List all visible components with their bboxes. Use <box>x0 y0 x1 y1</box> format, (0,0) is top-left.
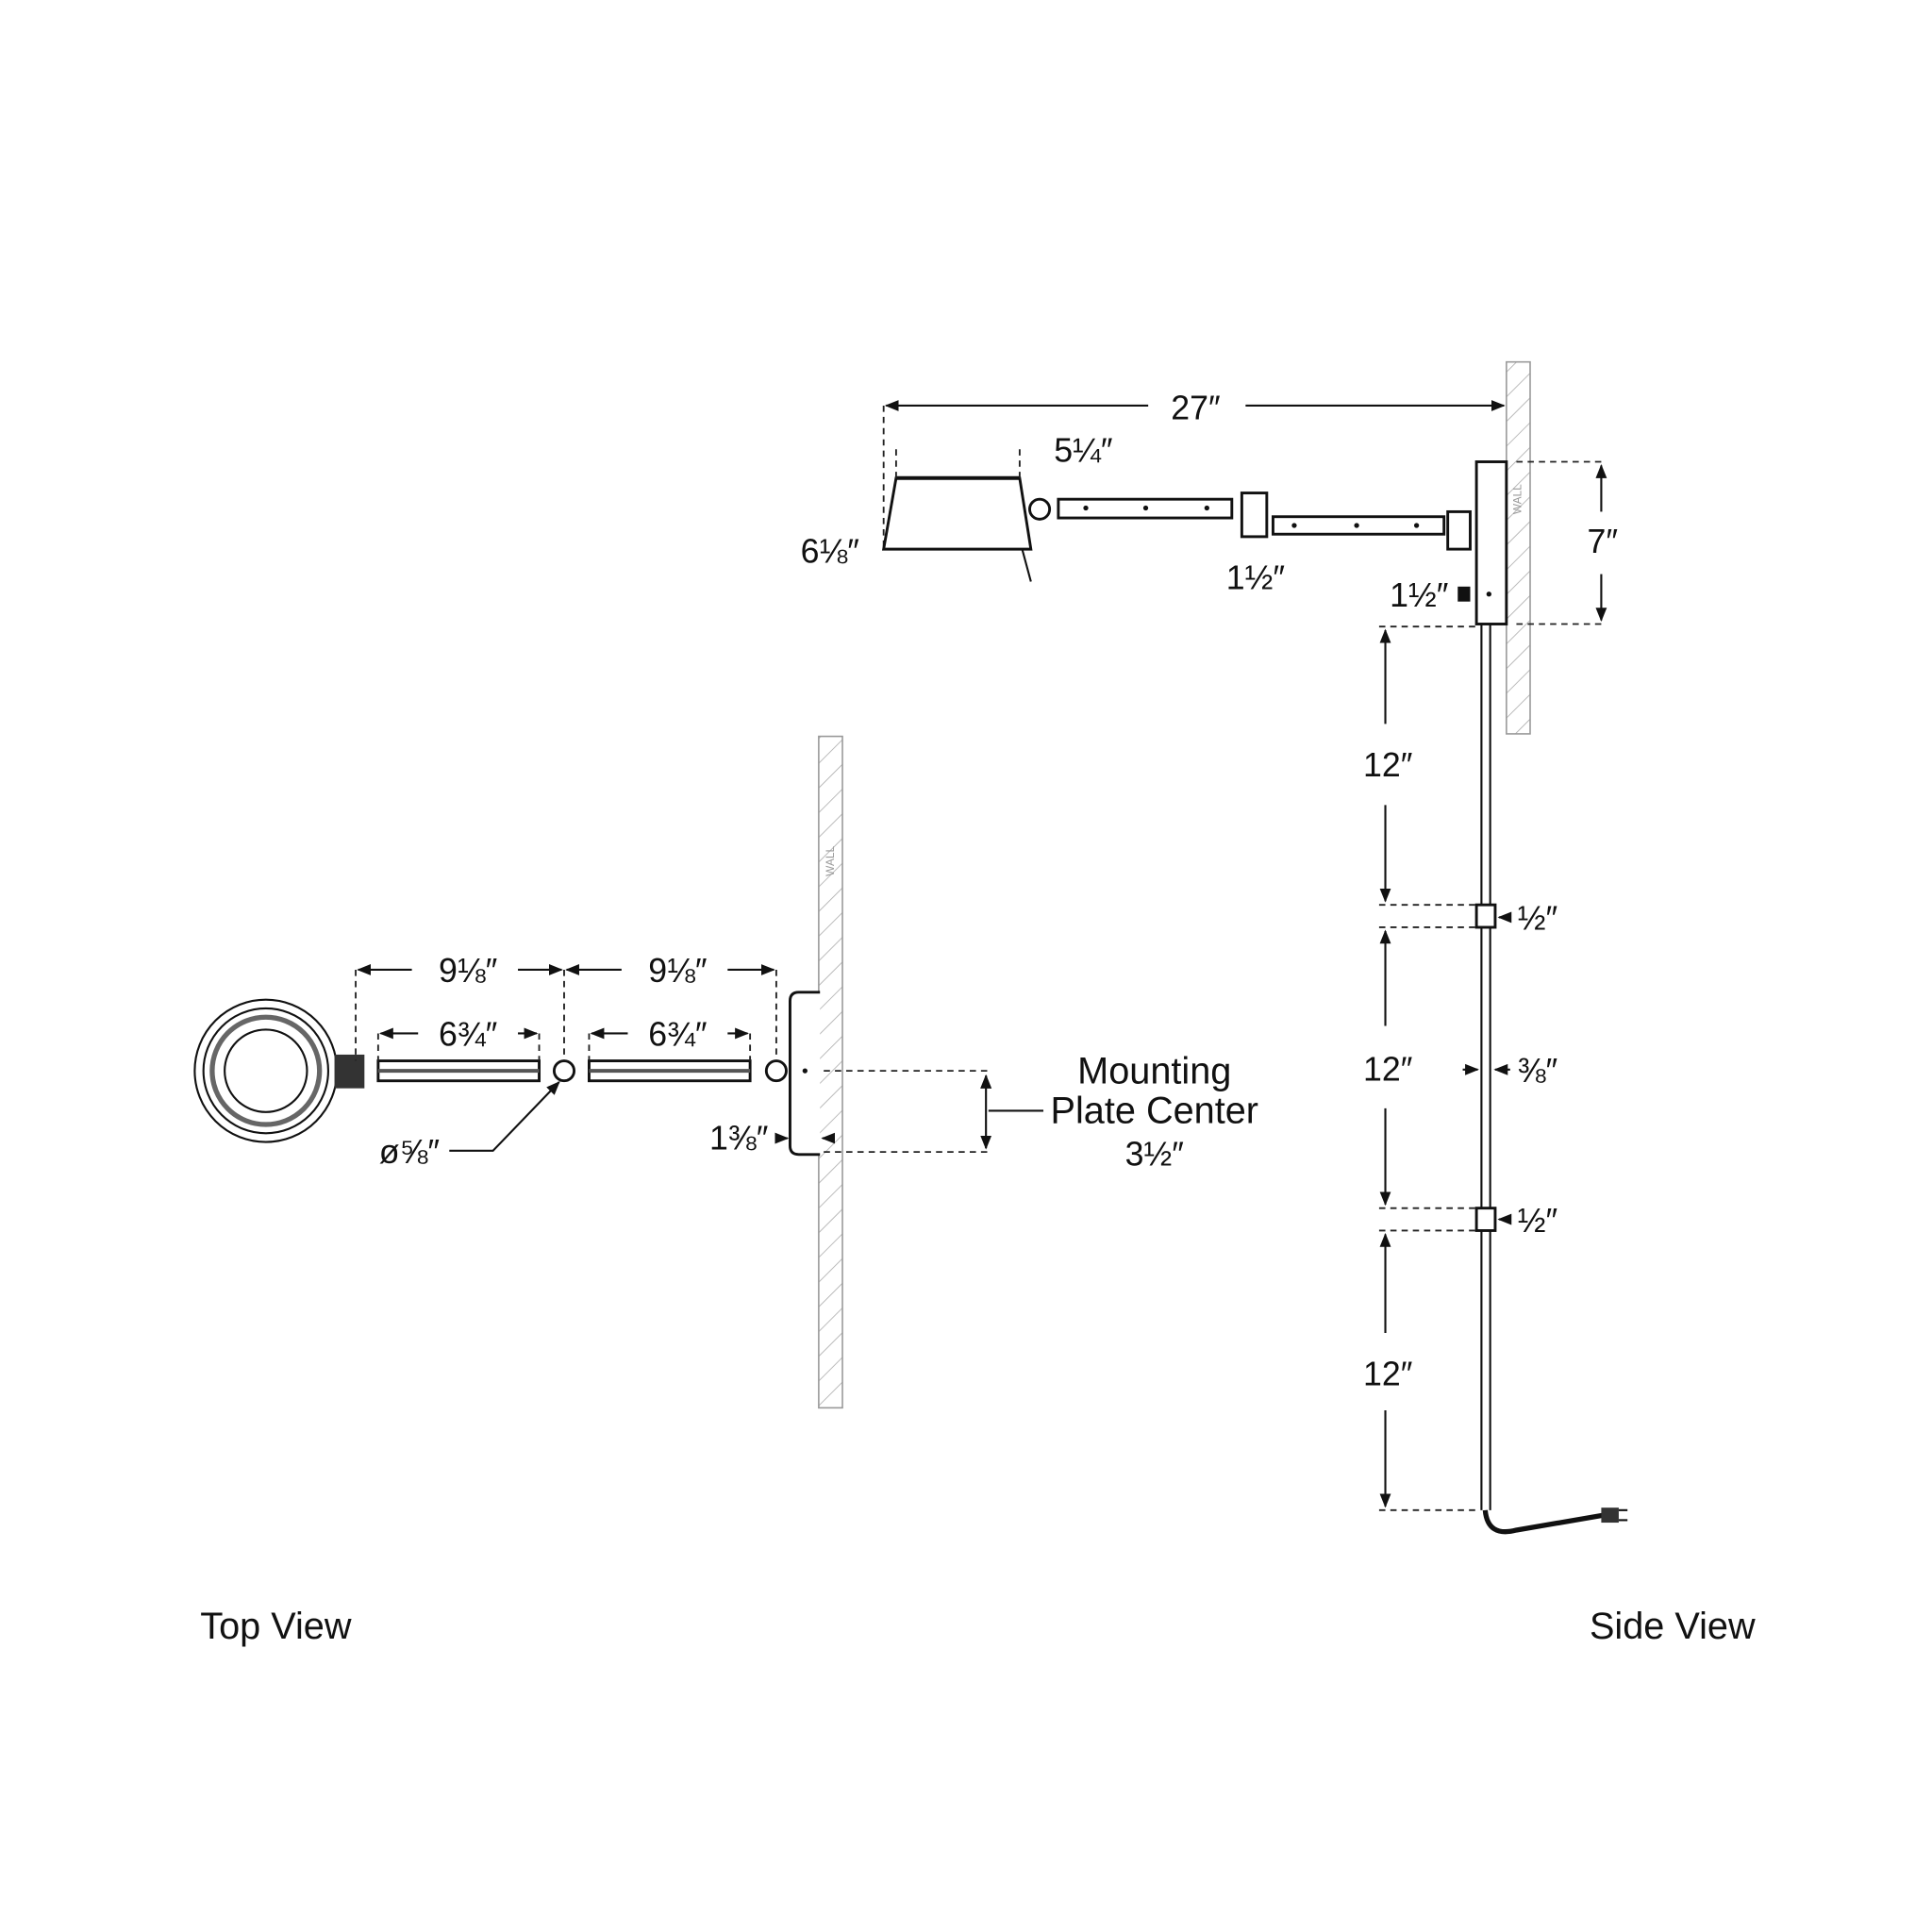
side-view: WALL 27″ 5¼″ 6⅛″ 1½″ 1½″ 7″ <box>801 360 1628 1535</box>
shade-knuckle <box>334 1054 365 1089</box>
cord-segment-dimension: 12″ <box>1363 1356 1412 1393</box>
elbow-joint <box>1240 491 1269 539</box>
shade-pivot <box>1028 497 1052 521</box>
cord-segment-dimension: 12″ <box>1363 1051 1412 1089</box>
arm-height-dimension: 1½″ <box>1390 576 1448 614</box>
cord-cover-width-dimension: ⅜″ <box>1518 1052 1557 1090</box>
joint-diameter-dimension: ø⅝″ <box>379 1133 440 1171</box>
plate-height-dimension: 7″ <box>1587 523 1618 560</box>
plate-depth-dimension: 1⅜″ <box>709 1119 768 1157</box>
plug <box>1601 1507 1619 1524</box>
wall-label: WALL <box>824 846 837 876</box>
cord-cover <box>1474 624 1497 1510</box>
arm-joint <box>764 1059 788 1083</box>
top-view: WALL 9⅛″ 9⅛″ 6¾″ 6 <box>193 735 1259 1409</box>
shade-width-dimension: 5¼″ <box>1054 432 1112 470</box>
shade <box>881 476 1033 551</box>
mounting-plate <box>789 991 821 1157</box>
cord-segment-dimension: 12″ <box>1363 746 1412 784</box>
round-shade <box>193 998 339 1143</box>
switch-knob <box>1457 586 1471 602</box>
arm-joint <box>552 1059 576 1083</box>
side-view-label: Side View <box>1590 1606 1756 1647</box>
shade-height-dimension: 6⅛″ <box>801 533 859 571</box>
tube-length-dimension: 6¾″ <box>648 1016 707 1054</box>
wall <box>818 735 843 1409</box>
mounting-label: Mounting <box>1077 1050 1231 1091</box>
mounting-plate <box>1474 460 1508 625</box>
coupler-dimension: ½″ <box>1518 1202 1557 1240</box>
wall <box>1506 360 1531 735</box>
power-cord <box>1482 1509 1605 1535</box>
mounting-label: Plate Center <box>1051 1091 1259 1132</box>
arm-span-dimension: 9⅛″ <box>439 952 497 990</box>
coupler <box>1474 1207 1497 1232</box>
coupler <box>1474 903 1497 929</box>
overall-extension-dimension: 27″ <box>1171 390 1220 427</box>
arm-height-dimension: 1½″ <box>1226 558 1285 596</box>
mounting-center-dimension: 3½″ <box>1125 1136 1184 1174</box>
wall-joint <box>1446 509 1472 551</box>
tube-length-dimension: 6¾″ <box>439 1016 497 1054</box>
wall-label: WALL <box>1511 484 1524 514</box>
top-view-label: Top View <box>200 1606 352 1647</box>
pull-chain <box>1021 548 1032 582</box>
arm-span-dimension: 9⅛″ <box>648 952 707 990</box>
coupler-dimension: ½″ <box>1518 900 1557 938</box>
